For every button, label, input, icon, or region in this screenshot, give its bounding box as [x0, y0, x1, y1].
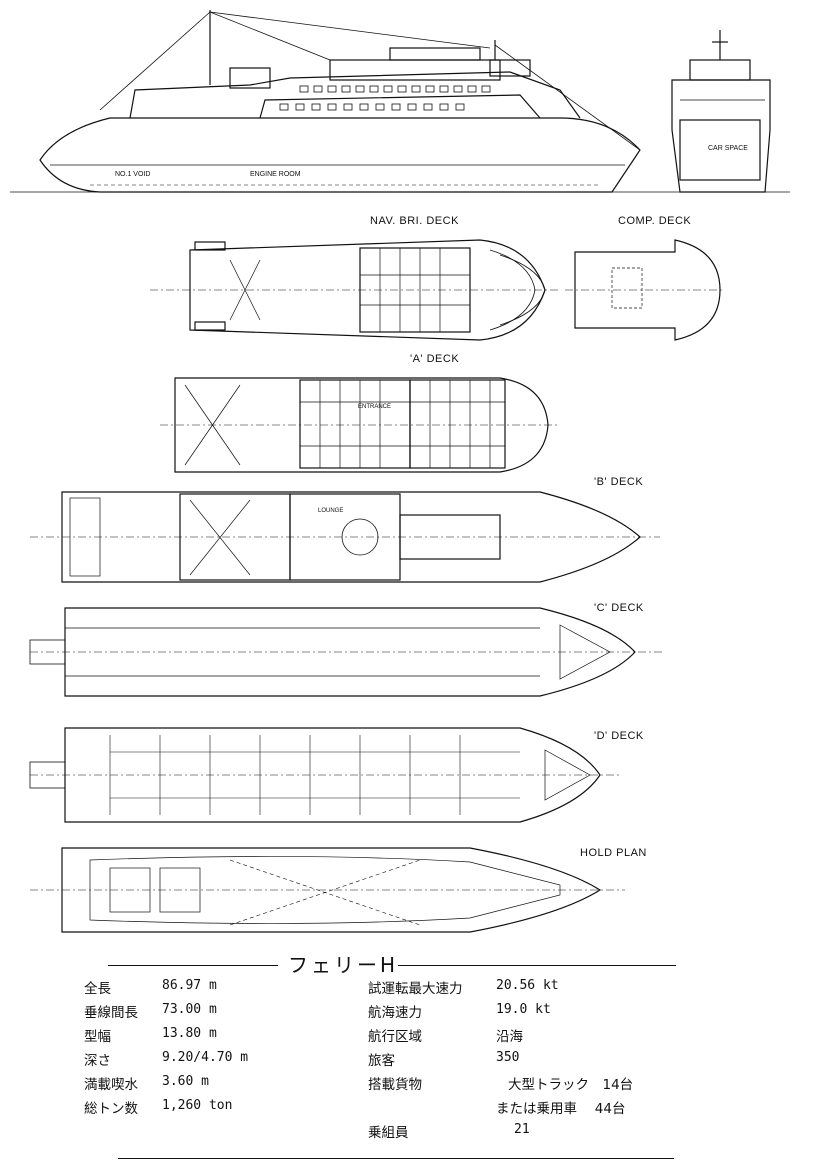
spec-row: 総トン数 — [84, 1097, 138, 1117]
a-deck-plan: ENTRANCE — [160, 377, 560, 473]
spec-value: 350 — [496, 1050, 520, 1065]
d-deck-label: 'D' DECK — [594, 730, 644, 742]
spec-value: 大型トラック 14台 — [508, 1077, 634, 1093]
spec-label: 試運転最大速力 — [368, 981, 463, 997]
nav-bridge-deck-label: NAV. BRI. DECK — [370, 215, 459, 227]
spec-row: 深さ — [84, 1049, 111, 1069]
spec-label: 全長 — [84, 981, 111, 997]
spec-label: 型幅 — [84, 1029, 111, 1045]
entrance-label: ENTRANCE — [358, 404, 391, 410]
d-deck-plan — [29, 727, 620, 823]
spec-value: 9.20/4.70 m — [162, 1050, 249, 1065]
lounge-label: LOUNGE — [318, 508, 343, 514]
spec-value: 21 — [514, 1122, 530, 1137]
end-view: CAR SPACE — [660, 30, 790, 193]
spec-label: 乗組員 — [368, 1125, 409, 1141]
b-deck-label: 'B' DECK — [594, 476, 644, 488]
spec-value: 13.80 m — [162, 1026, 217, 1041]
hold-plan-label: HOLD PLAN — [580, 847, 647, 859]
spec-value: 19.0 kt — [496, 1002, 551, 1017]
spec-row: 型幅 — [84, 1025, 111, 1045]
spec-label: 航行区域 — [368, 1029, 422, 1045]
comp-deck-label: COMP. DECK — [618, 215, 692, 227]
void-label: NO.1 VOID — [115, 171, 150, 178]
nav-bridge-deck-plan — [150, 239, 560, 341]
spec-row: 垂線間長 — [84, 1001, 138, 1021]
title-rule-right — [398, 965, 676, 966]
car-space-label: CAR SPACE — [708, 145, 748, 152]
b-deck-plan: LOUNGE — [30, 491, 660, 583]
a-deck-label: 'A' DECK — [410, 353, 460, 365]
engine-room-label: ENGINE ROOM — [250, 171, 301, 178]
spec-value: 73.00 m — [162, 1002, 217, 1017]
hold-plan — [30, 847, 625, 933]
c-deck-plan — [29, 607, 665, 697]
spec-label: 航海速力 — [368, 1005, 422, 1021]
comp-deck-plan — [565, 239, 725, 341]
spec-label: 搭載貨物 — [368, 1077, 422, 1093]
ship-title: フェリーH — [288, 953, 399, 977]
spec-row: 満載喫水 — [84, 1073, 138, 1093]
spec-label: 総トン数 — [84, 1101, 138, 1117]
spec-value: または乗用車 44台 — [496, 1101, 626, 1117]
spec-value: 1,260 ton — [162, 1098, 233, 1113]
spec-label: 垂線間長 — [84, 1005, 138, 1021]
spec-row: 全長 — [84, 977, 111, 997]
spec-value: 3.60 m — [162, 1074, 209, 1089]
spec-label: 旅客 — [368, 1053, 395, 1069]
spec-value: 沿海 — [496, 1029, 523, 1045]
spec-value: 86.97 m — [162, 978, 217, 993]
spec-value: 20.56 kt — [496, 978, 559, 993]
title-rule-left — [108, 965, 278, 966]
spec-label: 深さ — [84, 1053, 111, 1069]
bottom-rule — [118, 1158, 674, 1159]
c-deck-label: 'C' DECK — [594, 602, 644, 614]
side-profile: ENGINE ROOM NO.1 VOID — [10, 10, 660, 193]
spec-label: 満載喫水 — [84, 1077, 138, 1093]
